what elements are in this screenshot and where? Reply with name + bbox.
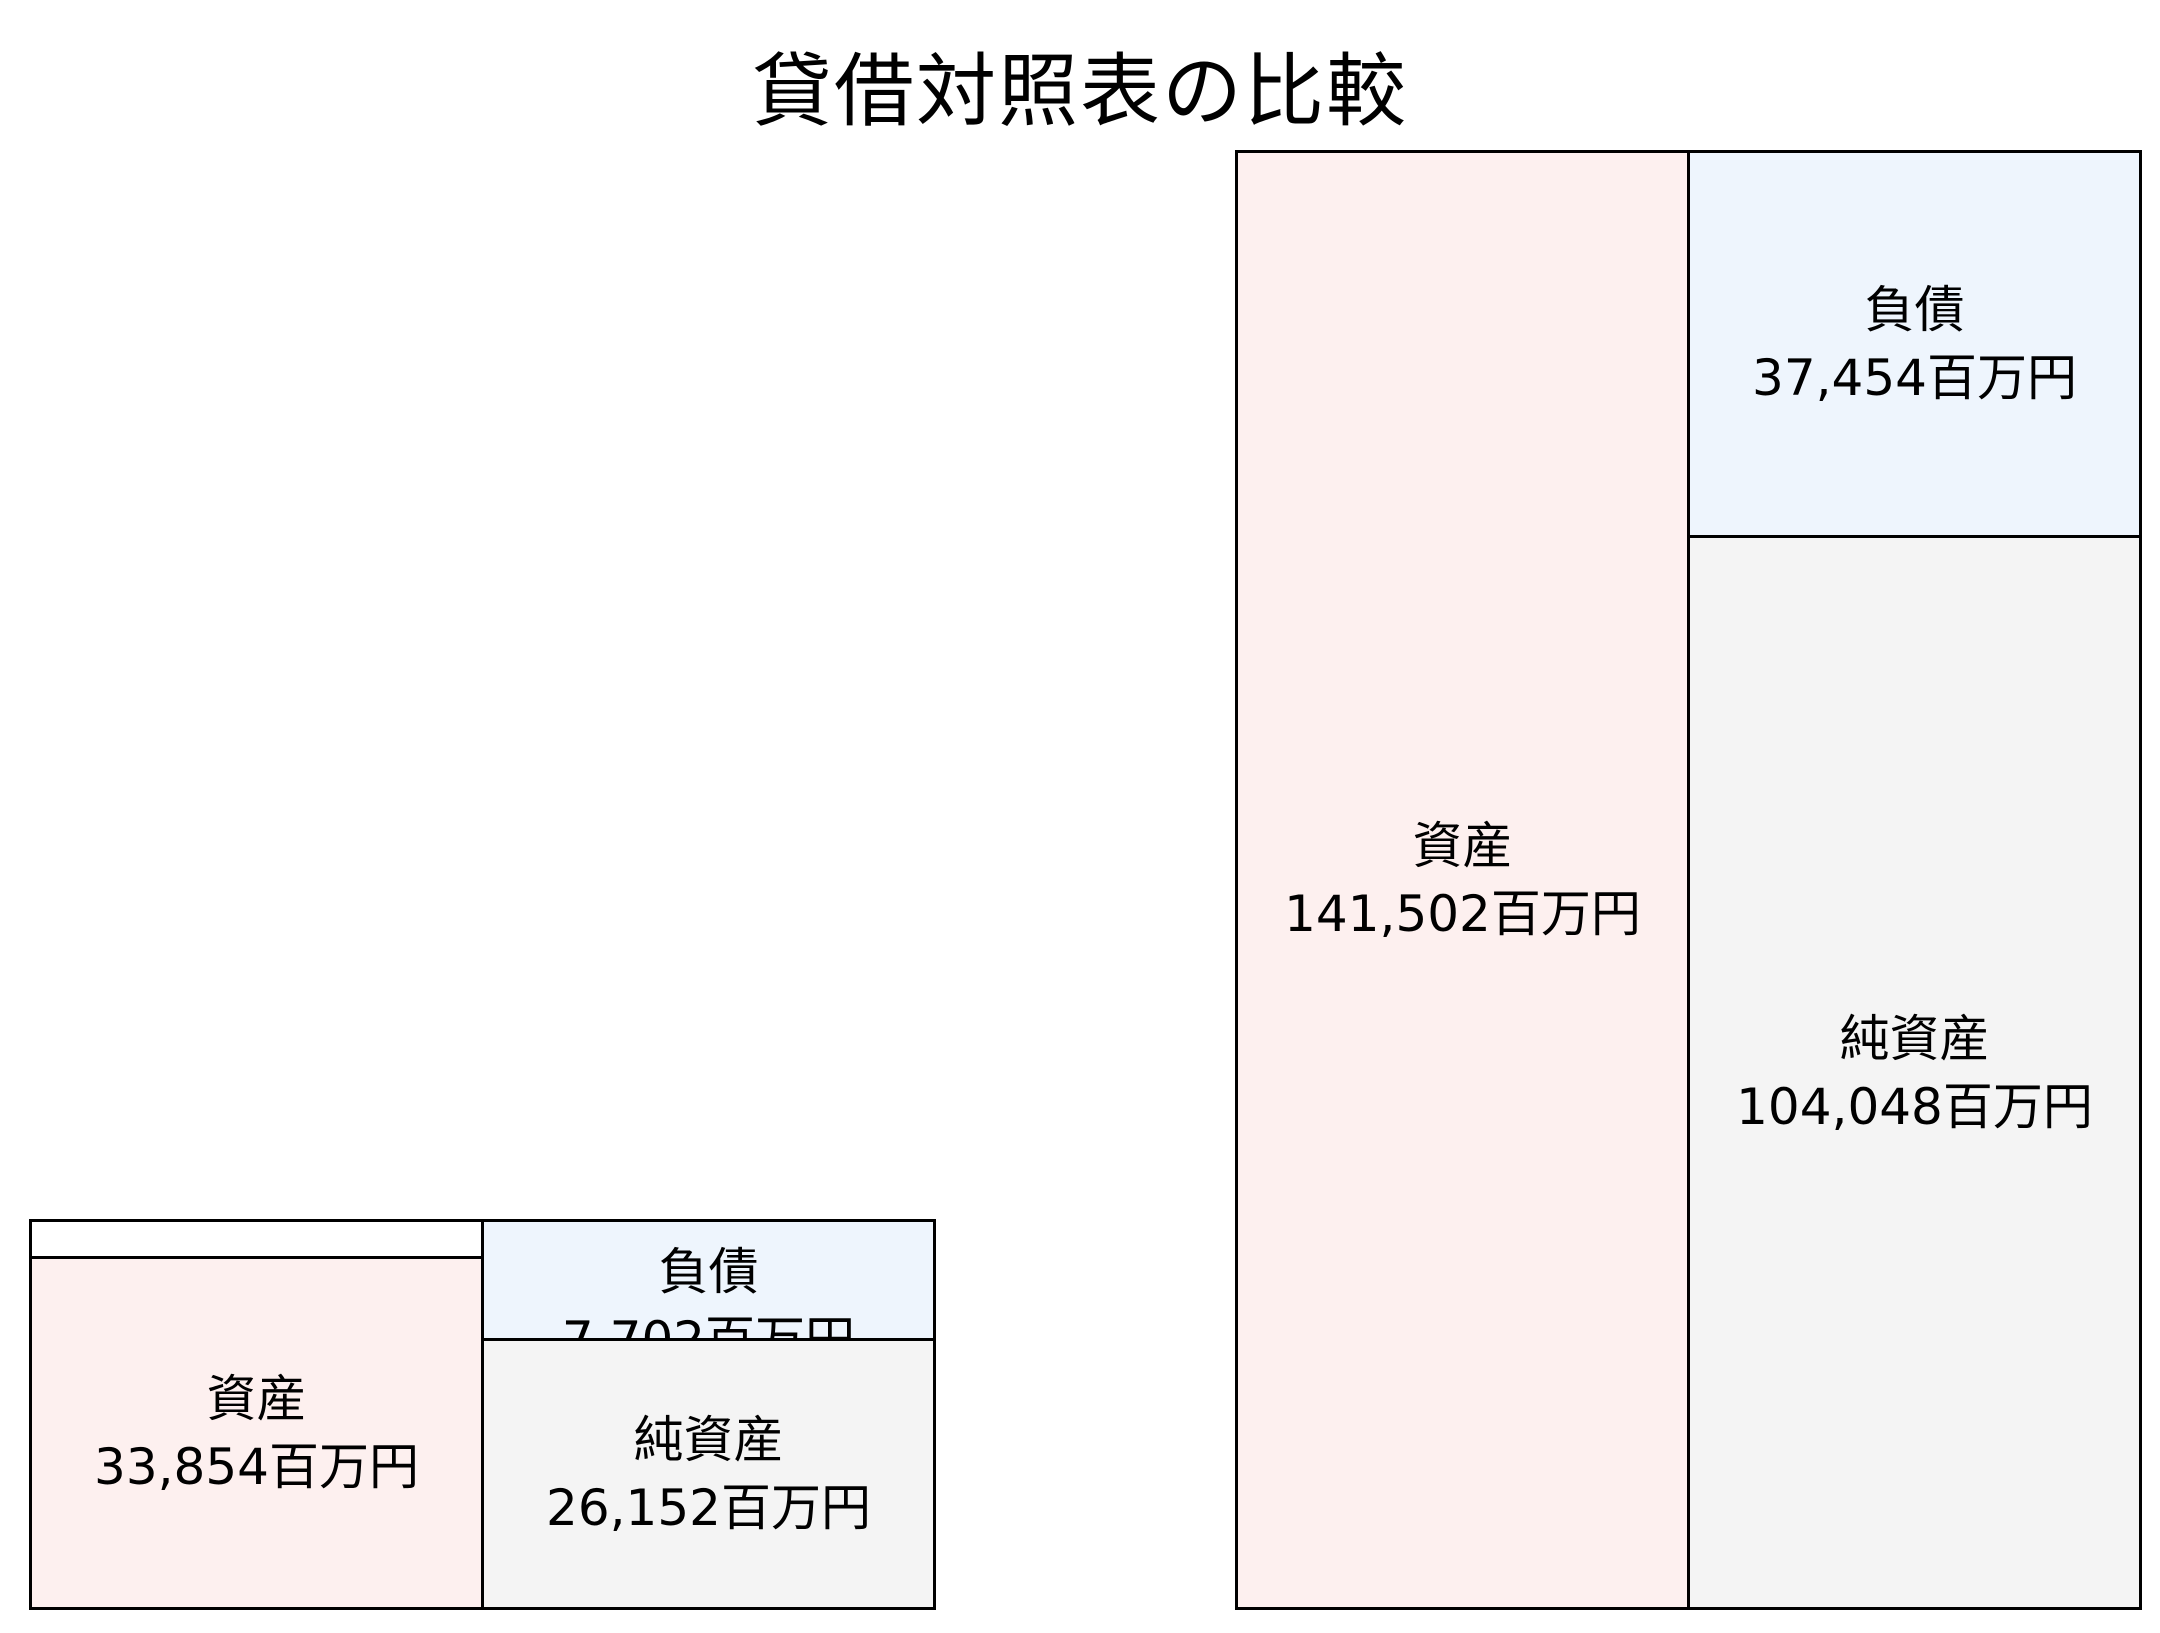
bs2-assets-label: 資産 [1412,817,1513,875]
bs1-assets-value: 33,854百万円 [94,1438,419,1496]
bs2-assets-block: 資産 141,502百万円 [1235,150,1690,1610]
bs2-net-assets-block: 純資産 104,048百万円 [1687,535,2142,1610]
bs1-assets-label: 資産 [206,1370,307,1428]
bs1-net-assets-block: 純資産 26,152百万円 [481,1338,936,1610]
chart-title: 貸借対照表の比較 [752,45,1408,138]
bs2-net-assets-value: 104,048百万円 [1736,1077,2093,1136]
bs2-assets-value: 141,502百万円 [1284,885,1641,943]
bs1-net-assets-value: 26,152百万円 [546,1479,871,1537]
bs2-liabilities-block: 負債 37,454百万円 [1687,150,2142,538]
bs1-liabilities-label: 負債 [658,1243,759,1301]
bs1-net-assets-label: 純資産 [633,1411,784,1469]
bs2-liabilities-label: 負債 [1864,281,1965,339]
bs1-liabilities-block: 負債 7,702百万円 [481,1219,936,1341]
bs1-assets-gap [29,1219,484,1259]
bs1-assets-block: 資産 33,854百万円 [29,1256,484,1610]
bs1-liabilities-value: 7,702百万円 [561,1311,856,1341]
bs2-net-assets-label: 純資産 [1839,1009,1990,1068]
bs2-liabilities-value: 37,454百万円 [1752,349,2077,407]
